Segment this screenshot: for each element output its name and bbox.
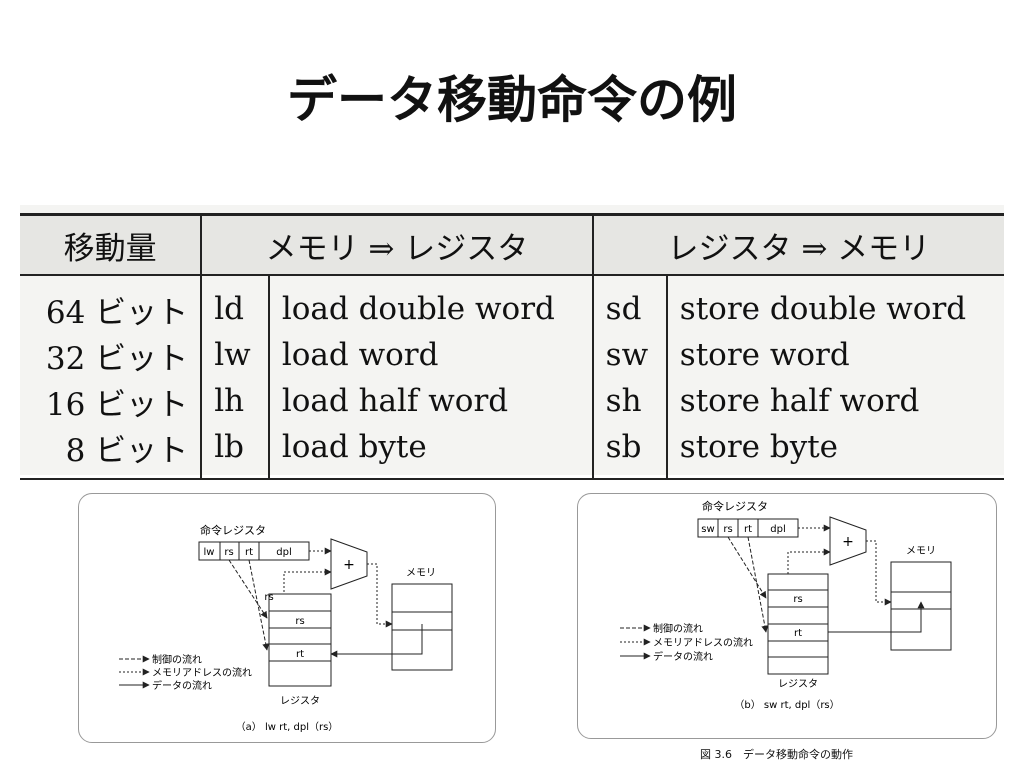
instruction-register xyxy=(198,541,310,561)
load-desc-cell: load word xyxy=(267,332,593,378)
register-file xyxy=(268,593,332,687)
legend-address: メモリアドレスの流れ xyxy=(653,636,753,649)
store-op-cell: sd xyxy=(591,275,667,332)
field-op: sw xyxy=(701,524,714,535)
field-dpl: dpl xyxy=(276,547,291,558)
diagram-b-caption: （b） sw rt, dpl（rs） xyxy=(734,699,839,711)
field-rs: rs xyxy=(723,524,732,535)
field-rt: rt xyxy=(744,524,752,535)
load-op-cell: lb xyxy=(200,424,269,479)
diagram-a: 命令レジスタ lw rs rt dpl + rs rs rt レジスタ メモリ … xyxy=(119,523,453,733)
memory-block xyxy=(391,583,453,671)
register-label: レジスタ xyxy=(778,678,818,690)
table-row: 64 ビット ld load double word sd store doub… xyxy=(20,275,1004,332)
store-op-cell: sw xyxy=(591,332,667,378)
legend-data: データの流れ xyxy=(152,679,212,692)
diagram-a-caption: （a） lw rt, dpl（rs） xyxy=(236,721,339,733)
field-rs: rs xyxy=(224,547,233,558)
memory-label: メモリ xyxy=(406,568,436,579)
diagram-b-panel: 命令レジスタ sw rs rt dpl + rs rt レジスタ メモリ 制御の… xyxy=(577,493,997,739)
ir-label: 命令レジスタ xyxy=(702,499,768,513)
legend-data: データの流れ xyxy=(653,650,713,663)
size-cell: 8 ビット xyxy=(65,432,189,469)
store-desc-cell: store byte xyxy=(665,424,1004,479)
reg-rs: rs xyxy=(793,594,802,605)
store-op-cell: sb xyxy=(591,424,667,479)
figure-caption: 図 3.6 データ移動命令の動作 xyxy=(700,748,853,761)
store-desc-cell: store word xyxy=(665,332,1004,378)
size-cell: 64 ビット xyxy=(45,294,189,331)
table-row: 8 ビット lb load byte sb store byte xyxy=(20,424,1004,479)
table-header-row: 移動量 メモリ ⇒ レジスタ レジスタ ⇒ メモリ xyxy=(20,213,1004,276)
page-title: データ移動命令の例 xyxy=(287,71,737,129)
memory-label: メモリ xyxy=(906,546,936,557)
field-dpl: dpl xyxy=(770,524,785,535)
move-instruction-table: 移動量 メモリ ⇒ レジスタ レジスタ ⇒ メモリ 64 ビット ld load… xyxy=(20,213,1004,480)
adder-plus: + xyxy=(343,557,355,573)
size-cell: 32 ビット xyxy=(45,340,189,377)
store-desc-cell: store half word xyxy=(665,378,1004,424)
legend-control: 制御の流れ xyxy=(152,653,202,666)
reg-rs: rs xyxy=(295,616,304,627)
header-amount: 移動量 xyxy=(20,213,202,276)
store-desc-cell: store double word xyxy=(665,275,1004,332)
diagram-b: 命令レジスタ sw rs rt dpl + rs rt レジスタ メモリ 制御の… xyxy=(620,499,952,711)
field-rt: rt xyxy=(245,547,253,558)
load-desc-cell: load half word xyxy=(267,378,593,424)
register-label: レジスタ xyxy=(280,695,320,707)
legend-control: 制御の流れ xyxy=(653,622,703,635)
store-op-cell: sh xyxy=(591,378,667,424)
header-load: メモリ ⇒ レジスタ xyxy=(200,213,593,276)
table-row: 16 ビット lh load half word sh store half w… xyxy=(20,378,1004,424)
table-row: 32 ビット lw load word sw store word xyxy=(20,332,1004,378)
field-op: lw xyxy=(204,547,215,558)
load-op-cell: ld xyxy=(200,275,269,332)
legend-address: メモリアドレスの流れ xyxy=(152,666,252,679)
load-op-cell: lw xyxy=(200,332,269,378)
load-desc-cell: load byte xyxy=(267,424,593,479)
ir-label: 命令レジスタ xyxy=(200,523,266,537)
reg-rt: rt xyxy=(296,649,304,660)
header-store: レジスタ ⇒ メモリ xyxy=(591,213,1004,276)
reg-rt: rt xyxy=(794,628,802,639)
memory-block xyxy=(890,561,952,651)
adder-plus: + xyxy=(842,534,854,550)
size-cell: 16 ビット xyxy=(45,386,189,423)
diagram-a-panel: 命令レジスタ lw rs rt dpl + rs rs rt レジスタ メモリ … xyxy=(78,493,496,743)
load-desc-cell: load double word xyxy=(267,275,593,332)
load-op-cell: lh xyxy=(200,378,269,424)
